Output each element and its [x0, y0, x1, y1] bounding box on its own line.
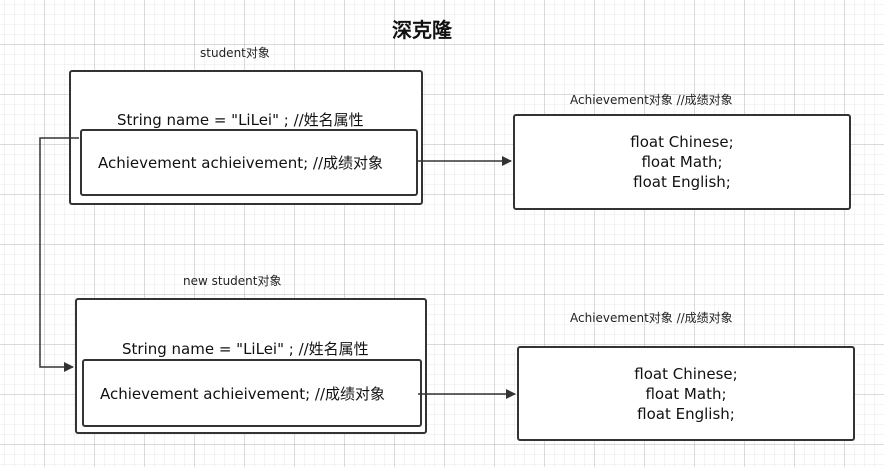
diagram-title: 深克隆 [392, 18, 452, 42]
student-name-field: String name = "LiLei" ; //姓名属性 [117, 111, 364, 129]
achievement-top-field-math: float Math; [641, 153, 723, 171]
achievement-top-field-chinese: float Chinese; [630, 133, 734, 151]
achievement-top-caption: Achievement对象 //成绩对象 [570, 93, 733, 107]
new-student-object-box: String name = "LiLei" ; //姓名属性 Achieveme… [75, 298, 427, 434]
new-student-caption: new student对象 [183, 274, 282, 288]
new-student-name-field: String name = "LiLei" ; //姓名属性 [122, 340, 369, 358]
student-achievement-field: Achievement achieivement; //成绩对象 [98, 154, 384, 172]
achievement-bottom-caption: Achievement对象 //成绩对象 [570, 311, 733, 325]
achievement-bottom-box: float Chinese; float Math; float English… [517, 346, 855, 441]
achievement-top-field-english: float English; [633, 173, 731, 191]
new-student-achievement-field-box: Achievement achieivement; //成绩对象 [82, 359, 422, 427]
new-student-achievement-field: Achievement achieivement; //成绩对象 [100, 384, 386, 403]
achievement-bottom-field-math: float Math; [645, 384, 727, 403]
student-object-box: String name = "LiLei" ; //姓名属性 Achieveme… [69, 70, 423, 205]
student-caption: student对象 [200, 46, 270, 60]
student-achievement-field-box: Achievement achieivement; //成绩对象 [80, 129, 418, 196]
achievement-top-box: float Chinese; float Math; float English… [513, 114, 851, 210]
achievement-bottom-field-english: float English; [637, 404, 735, 423]
achievement-bottom-field-chinese: float Chinese; [634, 364, 738, 383]
clone-arrow [39, 137, 79, 372]
